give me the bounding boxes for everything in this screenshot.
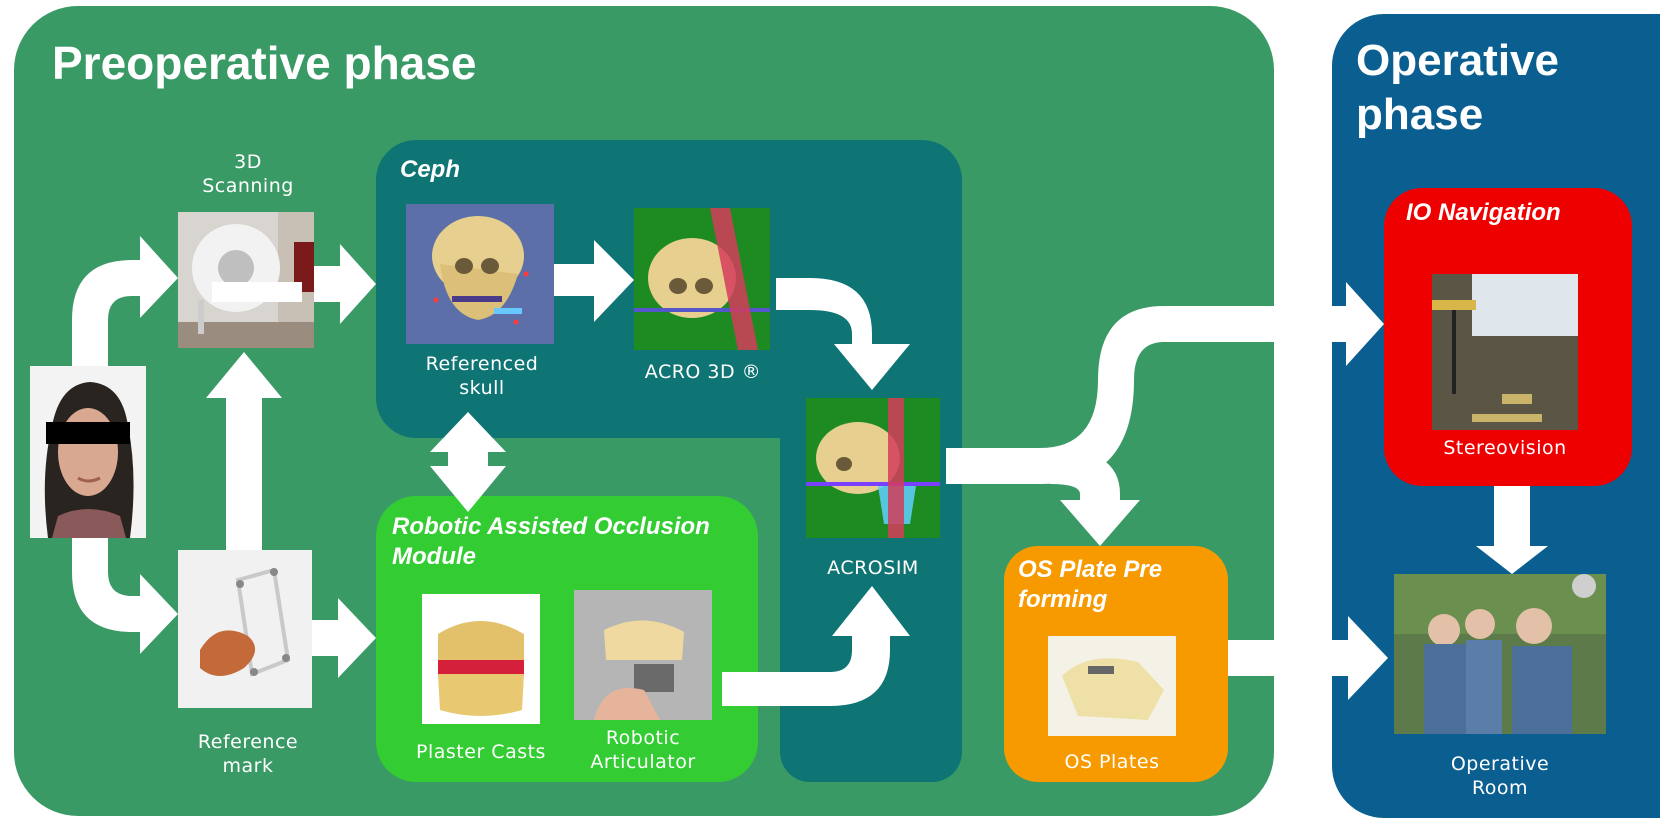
arrow-skull-roam-double xyxy=(430,412,506,512)
robotic-articulator-label: Robotic Articulator xyxy=(590,727,696,773)
preoperative-title: Preoperative phase xyxy=(52,37,477,89)
arrow-split-to-osplate xyxy=(1050,448,1140,546)
os-plates-label: OS Plates xyxy=(1064,751,1160,773)
robotic-articulator-photo xyxy=(574,590,712,720)
acro3d-image xyxy=(634,208,770,350)
acrosim-label: ACROSIM xyxy=(827,557,919,579)
arrow-stereovision-to-room xyxy=(1476,486,1548,574)
referenced-skull-image xyxy=(406,204,554,344)
reference-mark-photo xyxy=(178,550,312,708)
roam-title: Robotic Assisted Occlusion Module xyxy=(392,513,710,570)
operative-room-photo xyxy=(1394,574,1606,734)
stereovision-label: Stereovision xyxy=(1443,437,1567,459)
reference-mark-label: Reference mark xyxy=(197,731,299,777)
arrow-skull-to-acro3d xyxy=(554,240,634,322)
arrow-scanner-to-skull xyxy=(314,244,376,324)
arrow-patient-to-scanner xyxy=(72,236,178,368)
patient-photo xyxy=(30,366,146,538)
operative-room-label: Operative Room xyxy=(1450,753,1550,799)
arrow-osplate-to-room xyxy=(1228,616,1388,700)
arrow-patient-to-reference xyxy=(72,538,178,654)
ct-scanner-photo xyxy=(178,212,314,348)
arrow-reference-to-roam xyxy=(312,598,376,678)
os-plates-photo xyxy=(1048,636,1176,736)
arrow-acro3d-to-acrosim xyxy=(776,278,910,390)
io-navigation-title: IO Navigation xyxy=(1406,199,1561,226)
os-plate-title: OS Plate Pre forming xyxy=(1018,556,1163,613)
plaster-casts-photo xyxy=(422,594,540,724)
referenced-skull-label: Referenced skull xyxy=(425,353,539,399)
arrow-articulator-to-acrosim xyxy=(722,586,910,706)
acro3d-label: ACRO 3D ® xyxy=(644,361,762,383)
scanning-label: 3D Scanning xyxy=(202,151,294,197)
stereovision-photo xyxy=(1432,274,1578,430)
arrow-acrosim-to-navigation xyxy=(946,282,1384,484)
arrow-reference-to-scanner xyxy=(206,352,282,550)
acrosim-image xyxy=(806,398,940,538)
ceph-title: Ceph xyxy=(400,156,460,183)
plaster-casts-label: Plaster Casts xyxy=(416,741,546,763)
operative-title: Operative phase xyxy=(1356,36,1559,139)
